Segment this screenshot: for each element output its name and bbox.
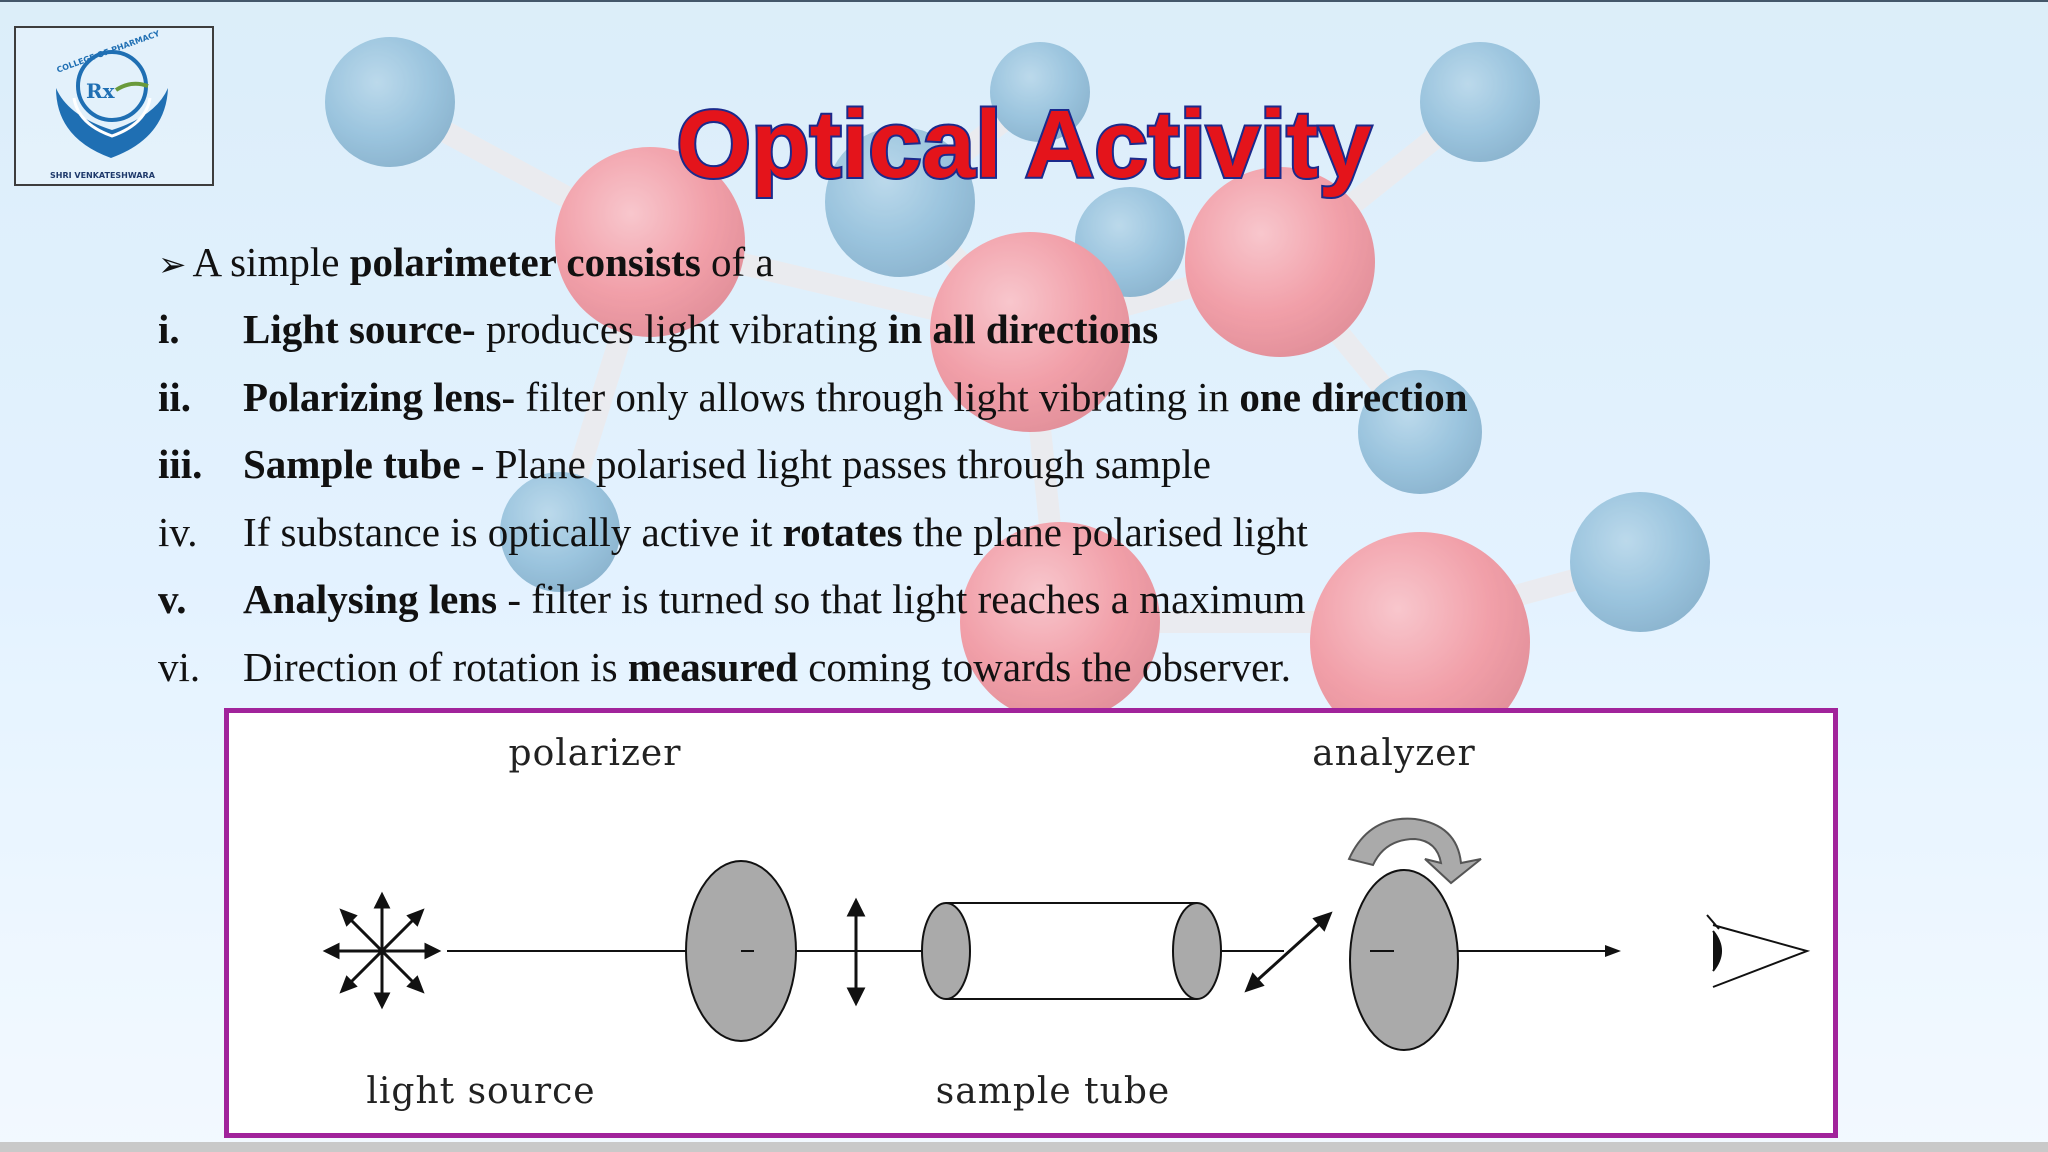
analyzer-lens xyxy=(1349,869,1459,1051)
intro-line: ➢A simple polarimeter consists of a xyxy=(158,228,1658,296)
item-number: i. xyxy=(158,306,180,352)
list-item: i. Light source- produces light vibratin… xyxy=(158,296,1658,364)
analyzer-label: analyzer xyxy=(1312,733,1475,774)
item-text: Polarizing lens- filter only allows thro… xyxy=(243,373,1468,420)
rotated-polarization-icon xyxy=(1244,911,1333,993)
item-number: iii. xyxy=(158,441,203,487)
light-source-icon xyxy=(322,891,442,1010)
item-number: vi. xyxy=(158,643,201,690)
polarimeter-diagram: polarizer analyzer light source sample t… xyxy=(224,708,1838,1138)
list-item: v. Analysing lens - filter is turned so … xyxy=(158,566,1658,634)
sample-tube xyxy=(921,902,1222,1000)
eye-icon xyxy=(1706,914,1811,988)
content-list: ➢A simple polarimeter consists of a i. L… xyxy=(158,228,1658,701)
svg-text:COLLEGE OF PHARMACY: COLLEGE OF PHARMACY xyxy=(55,29,161,75)
hands-logo-icon: Rx COLLEGE OF PHARMACY SHRI VENKATESHWAR… xyxy=(50,29,168,180)
output-arrowhead xyxy=(1605,945,1621,957)
intro-bold: polarimeter consists xyxy=(349,239,701,285)
item-number: iv. xyxy=(158,508,198,555)
light-source-label: light source xyxy=(366,1071,595,1112)
intro-prefix: A simple xyxy=(192,239,350,285)
right-arrow-bullet-icon: ➢ xyxy=(158,245,187,285)
item-text: Sample tube - Plane polarised light pass… xyxy=(243,441,1211,487)
list-item: vi. Direction of rotation is measured co… xyxy=(158,634,1658,702)
list-item: ii. Polarizing lens- filter only allows … xyxy=(158,364,1658,432)
item-number: ii. xyxy=(158,373,192,420)
sample-tube-label: sample tube xyxy=(936,1071,1170,1112)
item-number: v. xyxy=(158,576,187,622)
item-text: Light source- produces light vibrating i… xyxy=(243,306,1159,352)
slide-title: Optical Activity xyxy=(674,89,1373,200)
svg-text:Rx: Rx xyxy=(86,79,116,103)
rotation-arrow-icon xyxy=(1347,817,1482,885)
intro-suffix: of a xyxy=(700,239,774,285)
item-text: Analysing lens - filter is turned so tha… xyxy=(243,576,1306,622)
polarizer-label: polarizer xyxy=(509,733,682,774)
college-logo: Rx COLLEGE OF PHARMACY SHRI VENKATESHWAR… xyxy=(14,26,214,186)
item-text: Direction of rotation is measured coming… xyxy=(243,643,1291,690)
bottom-bar xyxy=(0,1142,2048,1152)
svg-text:SHRI VENKATESHWARA: SHRI VENKATESHWARA xyxy=(50,171,156,180)
list-item: iii. Sample tube - Plane polarised light… xyxy=(158,431,1658,499)
item-text: If substance is optically active it rota… xyxy=(243,508,1308,555)
list-item: iv. If substance is optically active it … xyxy=(158,499,1658,567)
vertical-polarization-icon xyxy=(846,897,866,1007)
